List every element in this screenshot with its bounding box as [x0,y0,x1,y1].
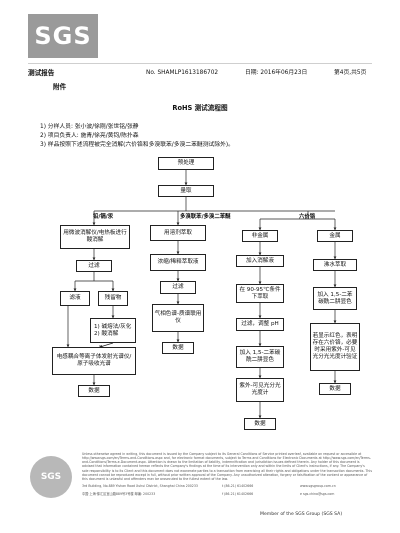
footer-web[interactable]: www.sgsgroup.com.cn [300,484,336,488]
col2-gcms: 气相色谱-质谱联用仪 [152,304,204,332]
flow-step-pretreat: 预处理 [158,157,214,170]
col4-boiling-water: 沸水萃取 [313,259,357,271]
col3-add-digestion: 加入消解液 [236,255,284,267]
footer-fax: f (86-21) 61402666 [222,492,254,496]
col1-digestion: 用微波消解仪/电热板进行酸消解 [60,225,130,249]
col4-red-color-check: 若显示红色，表明存在六价铬，必要时采用紫外-可见光分光光度计验证 [310,323,360,371]
page-number: 第4页,共5页 [334,70,367,76]
col3-data: 数据 [244,418,276,430]
flow-title: RoHS 测试流程图 [172,104,228,112]
note-2: 2) 项目负责人: 施青/徐亮/黄钧/陈扑森 [40,133,139,139]
footer-disclaimer: Unless otherwise agreed in writing, this… [82,452,372,480]
col3-nonmetal: 非金属 [242,230,278,242]
flow-step-sampling: 量取 [158,185,214,197]
note-3: 3) 样品按照下述流程被完全消解(六价铬和多溴联苯/多溴二苯醚测试除外)。 [40,142,234,148]
footer-tel: t (86-21) 61402666 [222,484,254,488]
attachment-label: 附件 [53,83,67,91]
col1-filtrate: 滤液 [60,291,90,306]
footer-address-cn: 中国·上海·徐汇区宜山路889号3号楼 邮编: 200233 [82,492,156,496]
col3-extract-90-95: 在 90-95℃条件下萃取 [236,284,284,303]
note-1: 1) 分样人员: 张小波/徐刚/张世铭/张静 [40,124,139,130]
col2-filter: 过滤 [160,281,196,294]
report-title: 测试报告 [28,69,55,77]
report-date: 日期: 2016年06月23日 [245,70,308,76]
col1-alkali-fusion: 1) 碱熔法/灰化 2) 酸消解 [90,318,136,343]
branch-label-pb-cd-hg: 铅/镉/汞 [93,214,114,220]
col3-uv-vis: 紫外-可见光分光光度计 [236,378,284,402]
header-divider [28,63,372,64]
report-number: No. SHAMLP1613186702 [146,70,219,76]
col1-filter: 过滤 [76,260,112,272]
footer-address-en: 3rd Building, No.889 Yishan Road Xuhui D… [82,484,198,488]
col4-data: 数据 [319,383,351,395]
sgs-seal: SGS [30,456,72,498]
branch-label-cr6: 六价铬 [299,214,316,220]
branch-label-pbb-pbde: 多溴联苯/多溴二苯醚 [180,214,231,220]
col1-data: 数据 [78,385,110,397]
footer-member: Member of the SGS Group (SGS SA) [260,512,343,517]
col4-metal: 金属 [317,230,353,242]
col4-add-dpc: 加入 1,5-二苯碳酰二肼显色 [313,287,357,310]
footer-email[interactable]: e sgs.china@sgs.com [300,492,335,496]
col3-filter-ph: 过滤，调整 pH [236,318,284,331]
col1-icp-aas: 电感耦合等离子体发射光谱仪/原子吸收光谱 [52,347,136,375]
col1-residue: 残留物 [98,291,128,306]
col3-add-dpc: 加入 1,5-二苯碳酰二肼显色 [236,346,284,368]
col2-concentrate: 浓缩/稀释萃取液 [150,254,206,271]
sgs-logo: SGS [28,14,98,58]
col2-data: 数据 [162,342,194,354]
col2-solvent-extract: 用溶剂萃取 [150,225,206,241]
